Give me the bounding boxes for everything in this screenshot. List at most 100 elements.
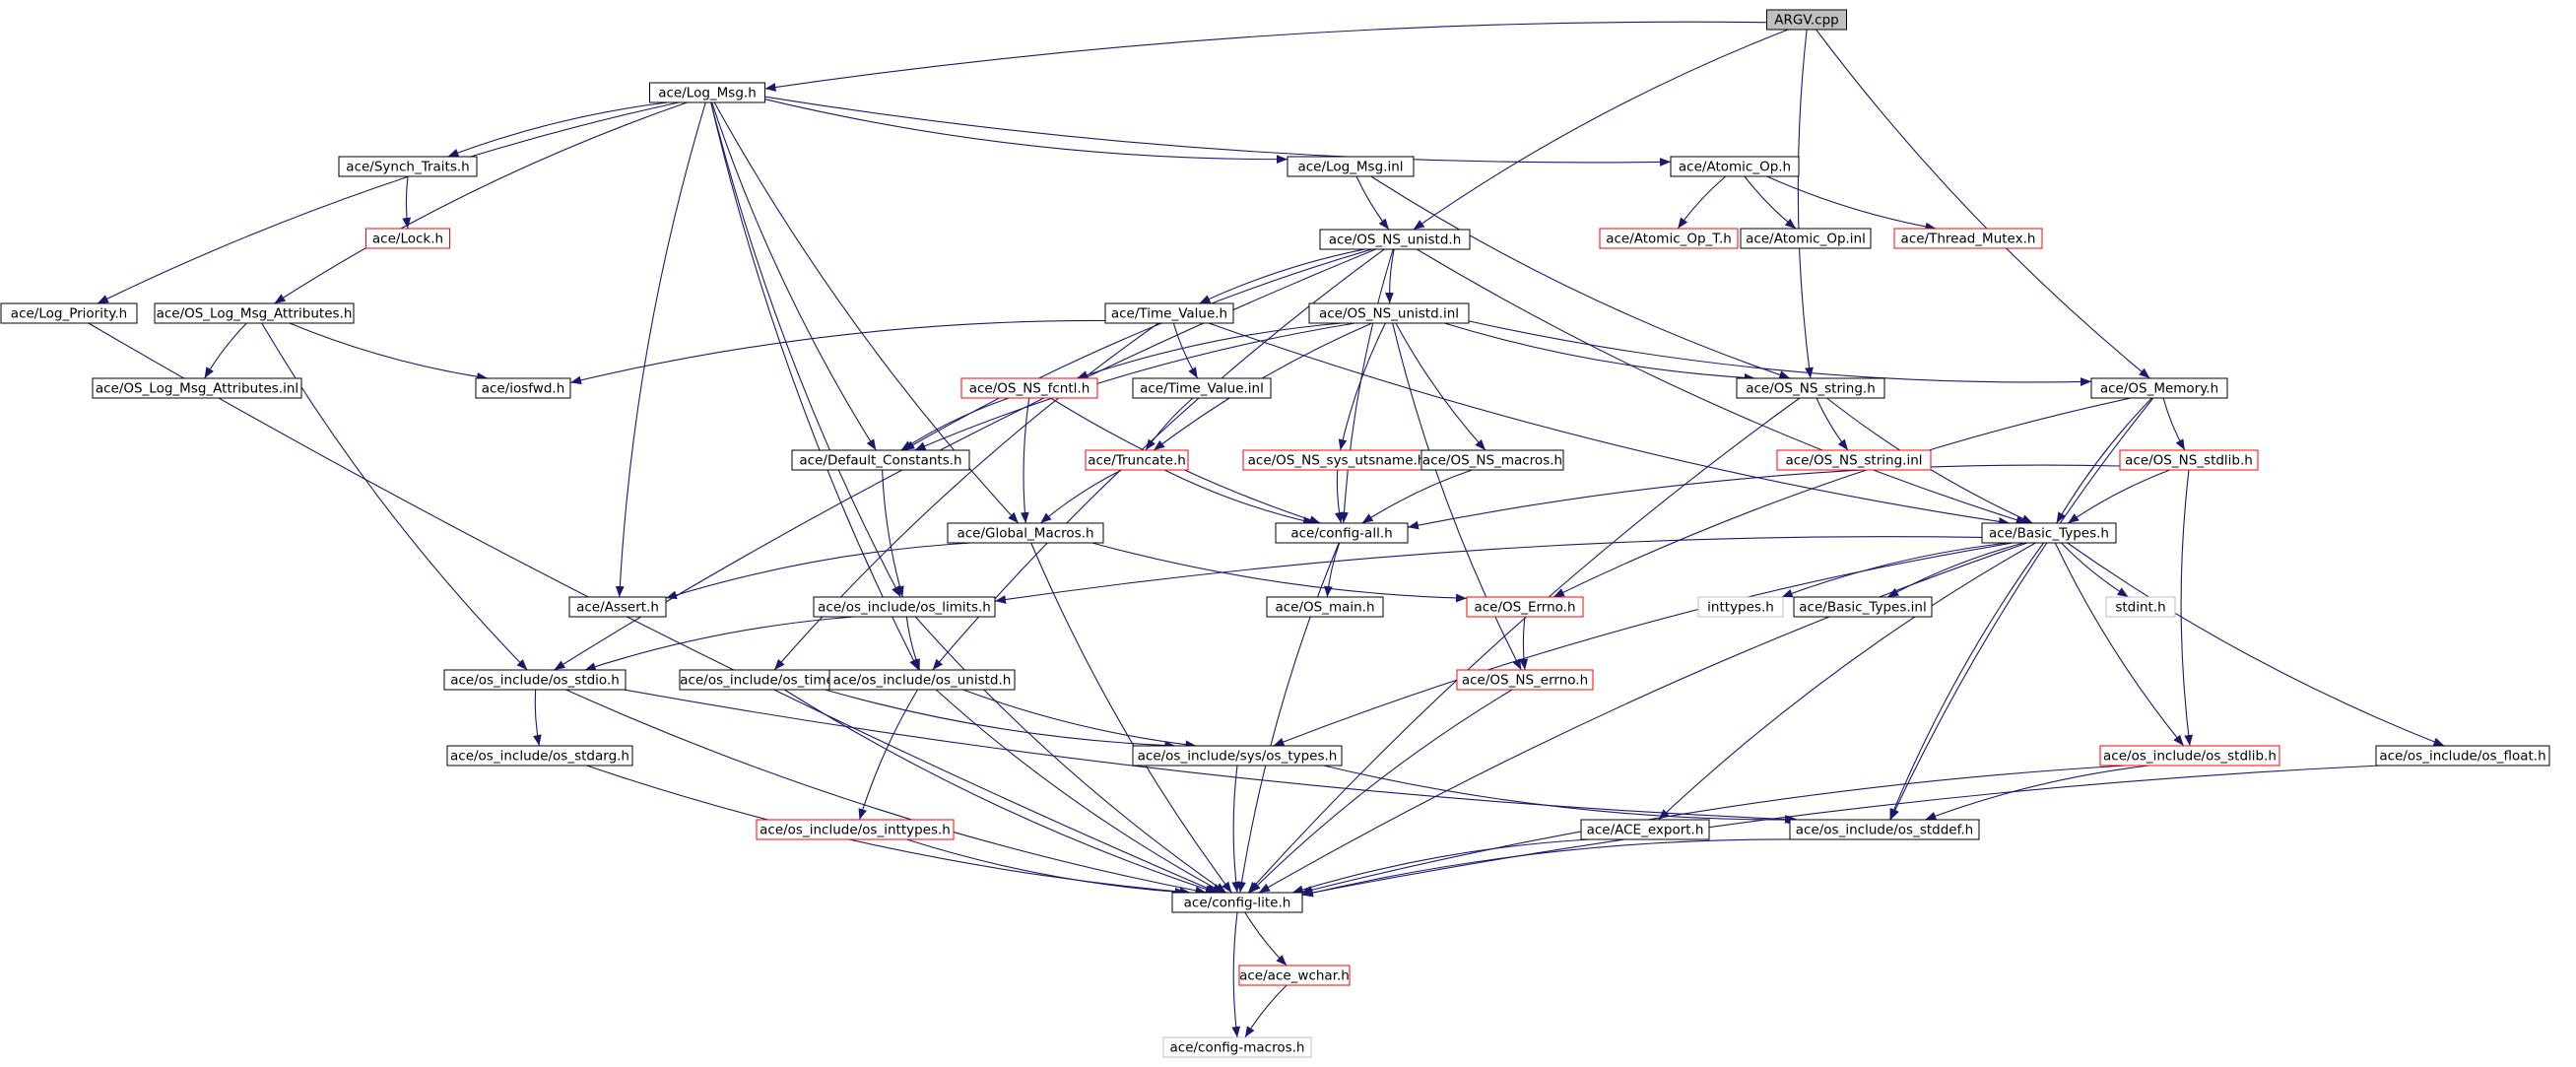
edge-os_ns_unistd_h-to-default_constants_h <box>903 248 1372 451</box>
node-os-log-msg-attr-h[interactable]: ace/OS_Log_Msg_Attributes.h <box>154 302 355 324</box>
edge-config_all_h-to-config_lite_h <box>1237 542 1340 894</box>
edge-truncate_h-to-global_macros_h <box>1039 469 1122 524</box>
edge-time_value_h-to-time_value_inl <box>1172 322 1199 379</box>
edge-log_msg_h-to-os_unistd_h <box>710 101 919 671</box>
node-label: ace/OS_Memory.h <box>2100 381 2218 397</box>
node-box <box>154 302 355 324</box>
node-atomic-op-inl[interactable]: ace/Atomic_Op.inl <box>1740 228 1872 249</box>
edge-ace_export_h-to-config_lite_h <box>1291 838 1591 895</box>
node-os-unistd-h[interactable]: ace/os_include/os_unistd.h <box>828 669 1016 691</box>
node-label: ace/OS_NS_stdlib.h <box>2125 453 2253 469</box>
node-sys-os-types-h[interactable]: ace/os_include/sys/os_types.h <box>1132 745 1343 767</box>
node-thread-mutex-h[interactable]: ace/Thread_Mutex.h <box>1893 228 2043 249</box>
node-basic-types-inl[interactable]: ace/Basic_Types.inl <box>1793 596 1933 618</box>
node-label: ace/Truncate.h <box>1088 453 1186 469</box>
node-log-msg-inl[interactable]: ace/Log_Msg.inl <box>1287 156 1415 177</box>
node-os-ns-errno-h[interactable]: ace/OS_NS_errno.h <box>1456 669 1594 691</box>
node-box <box>1736 377 1885 399</box>
edge-basic_types_h-to-stdint_h <box>2061 542 2129 598</box>
node-box <box>568 596 667 618</box>
node-label: ace/Log_Msg.h <box>658 86 757 101</box>
node-inttypes-h[interactable]: inttypes.h <box>1697 596 1784 618</box>
node-os-stdio-h[interactable]: ace/os_include/os_stdio.h <box>443 669 627 691</box>
node-label: ace/Log_Priority.h <box>11 306 127 322</box>
node-os-inttypes-h[interactable]: ace/os_include/os_inttypes.h <box>756 819 955 840</box>
node-iosfwd-h[interactable]: ace/iosfwd.h <box>475 377 571 399</box>
node-os-ns-string-inl[interactable]: ace/OS_NS_string.inl <box>1776 449 1932 471</box>
edge-os_unistd_h-to-config_lite_h <box>935 689 1224 894</box>
edge-os_stdio_h-to-config_lite_h <box>565 689 1207 896</box>
node-truncate-h[interactable]: ace/Truncate.h <box>1085 449 1189 471</box>
node-config-all-h[interactable]: ace/config-all.h <box>1275 522 1409 544</box>
node-stdint-h[interactable]: stdint.h <box>2105 596 2176 618</box>
node-os-memory-h[interactable]: ace/OS_Memory.h <box>2090 377 2228 399</box>
edge-os_memory_h-to-os_stddef_h <box>1889 397 2154 821</box>
node-ace-export-h[interactable]: ace/ACE_export.h <box>1580 819 1710 840</box>
node-assert-h[interactable]: ace/Assert.h <box>568 596 667 618</box>
node-os-main-h[interactable]: ace/OS_main.h <box>1266 596 1384 618</box>
edge-global_macros_h-to-config_lite_h <box>1030 542 1232 894</box>
node-log-msg-h[interactable]: ace/Log_Msg.h <box>649 82 765 103</box>
node-time-value-h[interactable]: ace/Time_Value.h <box>1104 302 1234 324</box>
edge-basic_types_h-to-inttypes_h <box>1781 542 2009 598</box>
node-basic-types-h[interactable]: ace/Basic_Types.h <box>1981 522 2117 544</box>
node-box <box>649 82 765 103</box>
node-box <box>2105 596 2176 618</box>
node-os-ns-stdlib-h[interactable]: ace/OS_NS_stdlib.h <box>2119 449 2259 471</box>
edge-basic_types_h-to-basic_types_inl <box>1886 542 2024 598</box>
node-atomic-op-h[interactable]: ace/Atomic_Op.h <box>1670 156 1800 177</box>
node-os-ns-string-h[interactable]: ace/OS_NS_string.h <box>1736 377 1885 399</box>
edge-os_ns_stdlib_h-to-basic_types_h <box>2067 469 2170 524</box>
node-lock-h[interactable]: ace/Lock.h <box>365 228 450 249</box>
node-argv-cpp[interactable]: ARGV.cpp <box>1766 9 1847 31</box>
node-os-ns-unistd-h[interactable]: ace/OS_NS_unistd.h <box>1319 229 1471 250</box>
node-os-ns-fcntl-h[interactable]: ace/OS_NS_fcntl.h <box>960 377 1098 399</box>
node-os-log-msg-attr-inl[interactable]: ace/OS_Log_Msg_Attributes.inl <box>92 377 302 399</box>
node-label: ace/os_include/os_stdlib.h <box>2103 749 2277 765</box>
node-os-limits-h[interactable]: ace/os_include/os_limits.h <box>813 596 996 618</box>
node-default-constants-h[interactable]: ace/Default_Constants.h <box>791 449 970 471</box>
edge-os_time_h-to-sys_os_types_h <box>825 689 1176 750</box>
node-os-ns-unistd-inl[interactable]: ace/OS_NS_unistd.inl <box>1308 302 1470 324</box>
edge-log_msg_h-to-os_limits_h <box>710 101 901 598</box>
edge-argv_cpp-to-os_memory_h <box>1816 29 2150 379</box>
node-os-stddef-h[interactable]: ace/os_include/os_stddef.h <box>1789 819 1980 840</box>
edge-os_ns_stdlib_h-to-os_stdlib_h <box>2180 469 2194 747</box>
node-time-value-inl[interactable]: ace/Time_Value.inl <box>1132 377 1272 399</box>
edge-os_log_msg_attr_h-to-os_stdio_h <box>261 322 528 671</box>
node-label: ace/Default_Constants.h <box>799 453 961 469</box>
node-log-priority-h[interactable]: ace/Log_Priority.h <box>0 302 138 324</box>
node-ace-wchar-h[interactable]: ace/ace_wchar.h <box>1238 965 1351 986</box>
node-box <box>1238 965 1351 986</box>
node-os-float-h[interactable]: ace/os_include/os_float.h <box>2375 745 2550 767</box>
node-os-stdarg-h[interactable]: ace/os_include/os_stdarg.h <box>446 745 633 767</box>
node-os-ns-macros-h[interactable]: ace/OS_NS_macros.h <box>1420 449 1564 471</box>
node-label: ARGV.cpp <box>1774 13 1838 29</box>
node-label: ace/os_include/os_limits.h <box>818 600 991 616</box>
edge-time_value_h-to-iosfwd_h <box>569 319 1106 385</box>
node-config-macros-h[interactable]: ace/config-macros.h <box>1162 1036 1312 1058</box>
node-os-ns-sys-utsname-h[interactable]: ace/OS_NS_sys_utsname.h <box>1242 449 1431 471</box>
edge-os_log_msg_attr_h-to-iosfwd_h <box>289 322 489 381</box>
edge-os_ns_unistd_inl-to-os_ns_string_h <box>1444 322 1755 382</box>
edge-os_ns_unistd_h-to-basic_types_h <box>1417 248 2027 524</box>
edge-os_ns_sys_utsname_h-to-config_all_h <box>1334 469 1344 524</box>
node-os-time-h[interactable]: ace/os_include/os_time.h <box>679 669 848 691</box>
node-box <box>1793 596 1933 618</box>
node-os-stdlib-h[interactable]: ace/os_include/os_stdlib.h <box>2099 745 2280 767</box>
edge-basic_types_h-to-sys_os_types_h <box>1273 542 2014 747</box>
node-os-errno-h[interactable]: ace/OS_Errno.h <box>1466 596 1584 618</box>
node-config-lite-h[interactable]: ace/config-lite.h <box>1171 892 1303 913</box>
node-global-macros-h[interactable]: ace/Global_Macros.h <box>947 522 1104 544</box>
node-label: ace/os_include/os_time.h <box>680 673 846 689</box>
node-atomic-op-t-h[interactable]: ace/Atomic_Op_T.h <box>1599 228 1739 249</box>
edge-default_constants_h-to-os_limits_h <box>882 469 904 598</box>
node-synch-traits-h[interactable]: ace/Synch_Traits.h <box>338 156 478 177</box>
node-box <box>1104 302 1234 324</box>
edge-os_float_h-to-config_lite_h <box>1301 765 2381 898</box>
edge-basic_types_h-to-os_float_h <box>2067 542 2445 747</box>
edge-os_unistd_h-to-os_inttypes_h <box>858 689 918 821</box>
node-label: ace/Atomic_Op.inl <box>1746 232 1866 247</box>
edge-basic_types_h-to-config_lite_h <box>1258 542 2028 894</box>
edge-os_ns_unistd_h-to-os_ns_unistd_inl <box>1384 248 1395 304</box>
